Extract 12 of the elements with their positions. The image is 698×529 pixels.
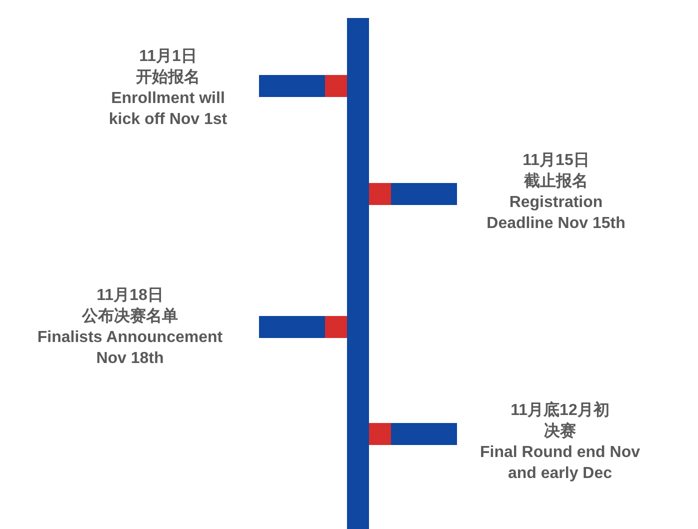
date-text: 11月15日 — [522, 151, 590, 171]
event-title-cn: 公布决赛名单 — [82, 306, 178, 327]
date-text: 11月18日 — [96, 286, 164, 306]
event-title-cn: 开始报名 — [136, 68, 200, 88]
event-title-cn: 决赛 — [544, 421, 576, 442]
event-description: Finalists Announcement Nov 18th — [36, 328, 224, 369]
date-text: 11月1日 — [139, 47, 197, 67]
event-description: Registration Deadline Nov 15th — [486, 193, 626, 234]
event-description: Final Round end Nov and early Dec — [479, 443, 641, 484]
event-description: Enrollment will kick off Nov 1st — [108, 89, 228, 130]
date-text: 11月底12月初 — [510, 400, 610, 421]
event-title-cn: 截止报名 — [524, 172, 588, 192]
